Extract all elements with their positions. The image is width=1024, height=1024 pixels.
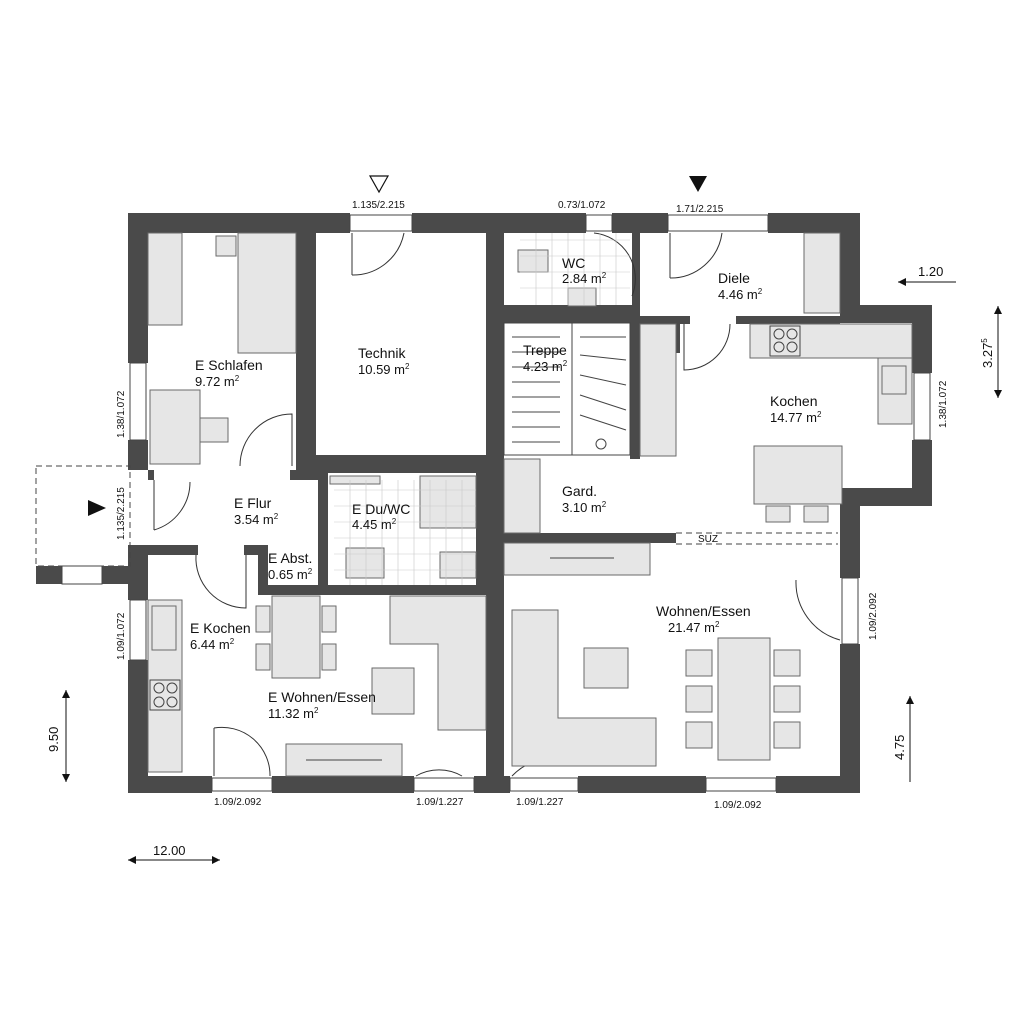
dimension-label: 3.275 (980, 338, 995, 368)
staircase (503, 322, 631, 456)
dimension-label: 9.50 (46, 727, 61, 752)
entrance-arrow-icon (88, 500, 106, 516)
room-name: Treppe (523, 342, 567, 358)
entrance-marker-open-icon (368, 175, 390, 194)
room-name: Diele (718, 270, 750, 286)
window-label: 1.09/2.092 (714, 800, 762, 811)
room-labels: E Schlafen 9.72 m2 Technik 10.59 m2 WC 2… (190, 255, 822, 721)
window-label: 1.09/1.227 (516, 797, 564, 808)
room-name: Kochen (770, 393, 817, 409)
tile-pattern (334, 233, 630, 585)
room-name: E Wohnen/Essen (268, 689, 376, 705)
room-area: 21.47 m2 (668, 620, 720, 635)
room-area: 3.54 m2 (234, 512, 279, 527)
window-label: 1.38/1.072 (116, 390, 127, 438)
window-label: 1.38/1.072 (938, 380, 949, 428)
room-area: 4.46 m2 (718, 287, 763, 302)
room-name: Wohnen/Essen (656, 603, 751, 619)
window-label: 1.09/1.227 (416, 797, 464, 808)
furniture (147, 232, 913, 777)
room-area: 4.23 m2 (523, 359, 568, 374)
dimension-label: 4.75 (892, 735, 907, 760)
room-name: E Schlafen (195, 357, 263, 373)
window-openings (129, 214, 931, 792)
window-label: 0.73/1.072 (558, 200, 606, 211)
walls (128, 213, 932, 793)
room-area: 4.45 m2 (352, 517, 397, 532)
room-area: 2.84 m2 (562, 271, 607, 286)
room-area: 0.65 m2 (268, 567, 313, 582)
room-area: 6.44 m2 (190, 637, 235, 652)
room-area: 14.77 m2 (770, 410, 822, 425)
window-label: 1.09/2.092 (868, 592, 879, 640)
room-area: 10.59 m2 (358, 362, 410, 377)
room-area: 11.32 m2 (268, 706, 319, 721)
room-name: Technik (358, 345, 406, 361)
room-name: WC (562, 255, 585, 271)
dimension-label: 1.20 (918, 264, 943, 279)
room-name: Gard. (562, 483, 597, 499)
window-label: 1.09/2.092 (214, 797, 262, 808)
window-label: 1.09/1.072 (116, 612, 127, 660)
room-area: 9.72 m2 (195, 374, 240, 389)
window-labels: 1.135/2.215 0.73/1.072 1.71/2.215 1.38/1… (116, 200, 949, 811)
room-name: E Kochen (190, 620, 251, 636)
window-label: 1.135/2.215 (352, 200, 405, 211)
window-label: 1.135/2.215 (116, 487, 127, 540)
room-name: E Abst. (268, 550, 312, 566)
dimensions: 1.20 3.275 4.75 9.50 12.00 (46, 264, 1002, 864)
room-name: E Flur (234, 495, 272, 511)
dimension-label: 12.00 (153, 843, 186, 858)
window-label: 1.71/2.215 (676, 204, 724, 215)
entry-left (35, 465, 131, 585)
room-area: 3.10 m2 (562, 500, 607, 515)
suz-label: SUZ (698, 534, 718, 545)
room-name: E Du/WC (352, 501, 410, 517)
entrance-marker-main-icon (689, 176, 707, 192)
